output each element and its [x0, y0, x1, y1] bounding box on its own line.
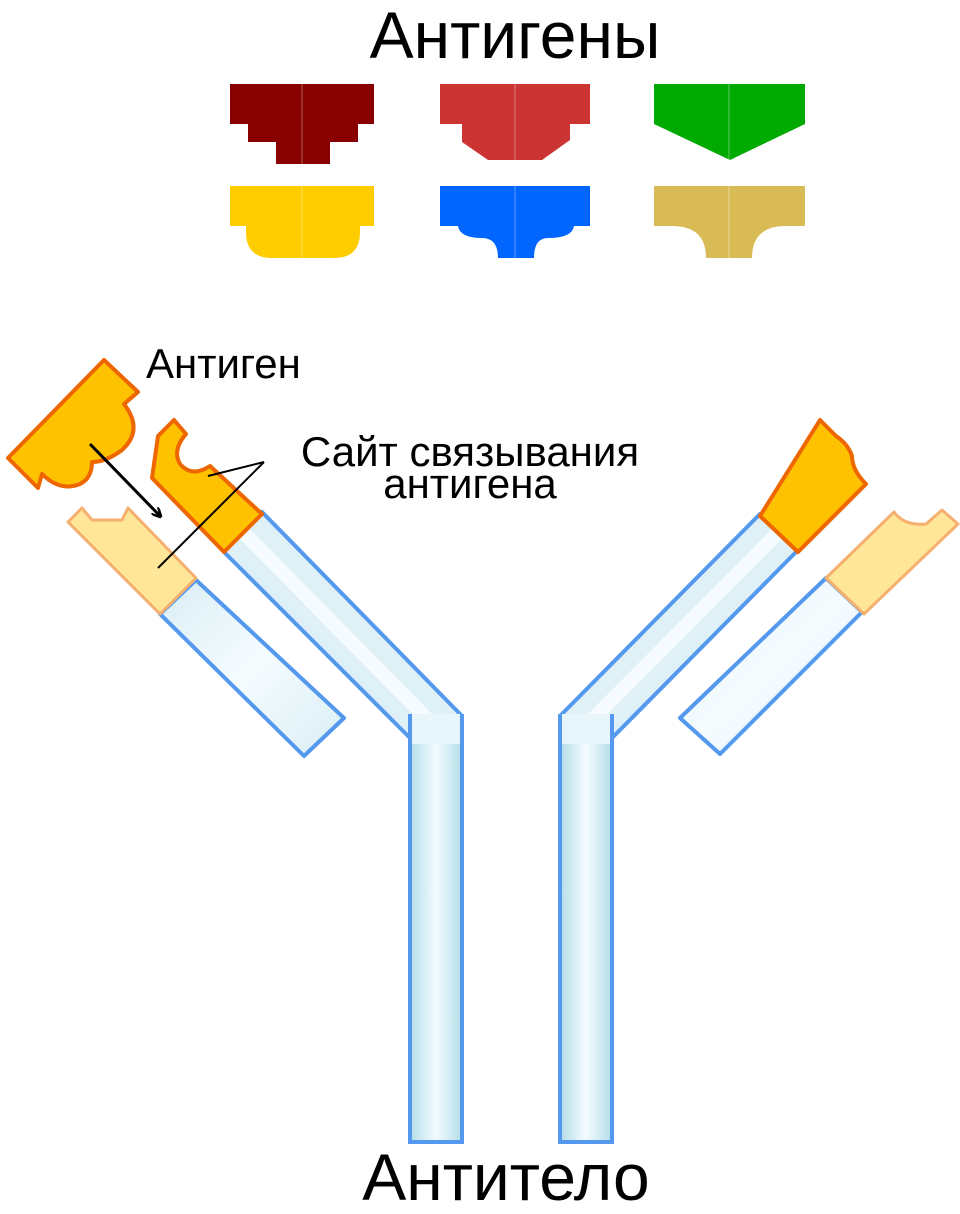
free-antigen	[6, 358, 140, 490]
left-light-binding-site	[66, 506, 198, 616]
antigen-shape-dark-red	[230, 84, 374, 164]
left-heavy-chain-stem	[408, 714, 464, 1144]
antigen-shape-red	[440, 84, 590, 160]
leader-line-upper	[207, 461, 265, 477]
leader-line-lower	[157, 461, 265, 569]
label-antigen: Антиген	[146, 340, 301, 387]
right-arm-highlight	[579, 525, 786, 733]
right-light-binding-site	[824, 508, 960, 616]
label-binding-site-line1: Сайт связывания	[301, 428, 639, 475]
title-antigens: Антигены	[370, 0, 661, 72]
antigen-shape-yellow	[230, 186, 374, 258]
antigen-shapes	[230, 84, 805, 258]
left-arm-highlight	[235, 524, 443, 735]
right-heavy-binding-site	[758, 418, 868, 554]
left-joint	[412, 714, 460, 744]
left-joint-edge	[408, 716, 464, 746]
binding-arrow	[88, 442, 160, 516]
antigen-shape-green	[654, 84, 805, 160]
label-binding-site-line2: антигена	[383, 460, 557, 507]
right-joint-edge	[558, 716, 614, 746]
right-joint	[562, 714, 610, 744]
antigen-shape-blue	[440, 186, 590, 258]
antigen-shape-tan	[654, 186, 805, 258]
right-heavy-chain-stem	[558, 714, 614, 1144]
antibody	[66, 418, 960, 1144]
label-antibody: Антитело	[362, 1140, 650, 1214]
left-heavy-binding-site	[150, 418, 264, 554]
